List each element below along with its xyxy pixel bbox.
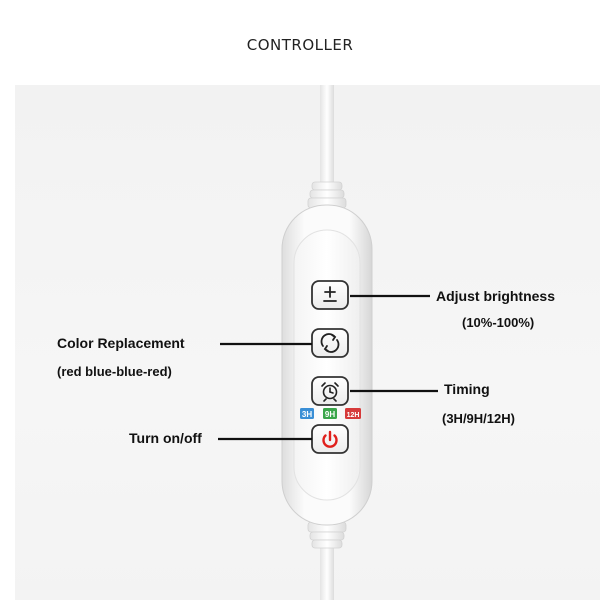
timing-label: Timing xyxy=(444,381,490,397)
color-replacement-button[interactable] xyxy=(311,328,349,358)
brightness-range: (10%-100%) xyxy=(462,315,535,330)
controller-face xyxy=(293,229,361,501)
bottom-cable xyxy=(320,545,334,600)
timer-indicator-3h: 3H xyxy=(302,410,312,419)
brightness-label: Adjust brightness xyxy=(436,288,556,304)
timer-indicator-12h: 12H xyxy=(347,412,360,419)
cycle-arrows-icon xyxy=(320,333,340,353)
timing-button[interactable] xyxy=(311,376,349,406)
alarm-clock-icon xyxy=(321,382,339,402)
bottom-strain-relief xyxy=(307,521,347,549)
top-strain-relief xyxy=(307,181,347,209)
power-icon xyxy=(322,430,338,448)
timer-indicator-9h: 9H xyxy=(325,410,335,419)
timer-indicator-12h-bg xyxy=(345,408,361,419)
power-button[interactable] xyxy=(311,424,349,454)
brightness-button[interactable] xyxy=(311,280,349,310)
timer-indicator-3h-bg xyxy=(300,408,314,419)
color-replacement-label: Color Replacement xyxy=(57,335,185,351)
timer-indicators: 3H 9H 12H xyxy=(300,408,361,419)
timer-indicator-9h-bg xyxy=(323,408,337,419)
plus-minus-icon xyxy=(323,286,337,302)
timing-options: (3H/9H/12H) xyxy=(442,411,515,426)
color-replacement-sequence: (red blue-blue-red) xyxy=(57,364,172,379)
power-label: Turn on/off xyxy=(129,430,202,446)
page-title: CONTROLLER xyxy=(246,36,354,54)
top-cable xyxy=(320,85,334,185)
